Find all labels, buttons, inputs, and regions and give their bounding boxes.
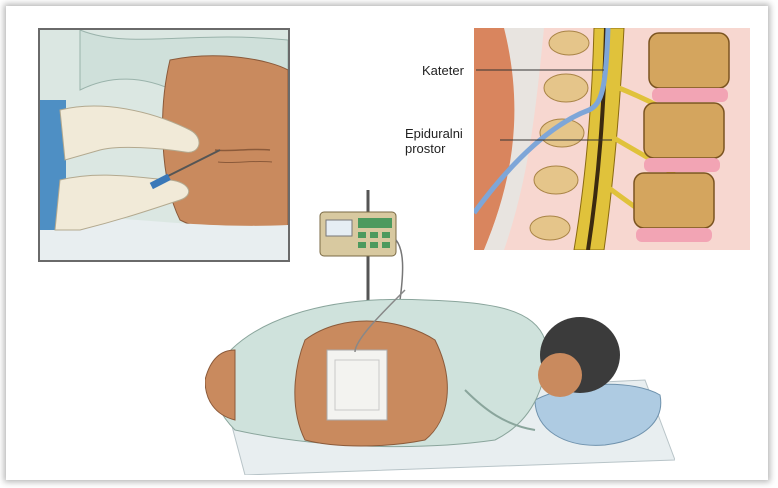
epidural-space-label: Epiduralni prostor — [405, 126, 463, 156]
catheter-label: Kateter — [422, 63, 464, 78]
patient-lying — [205, 280, 675, 475]
patient-drawing — [205, 280, 675, 475]
